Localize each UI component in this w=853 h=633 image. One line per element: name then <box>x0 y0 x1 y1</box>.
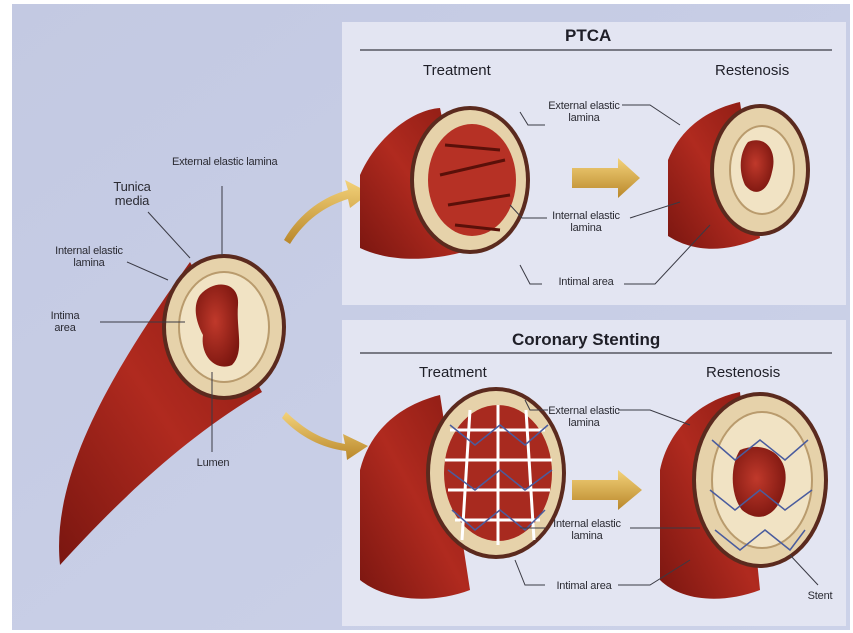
label-internal-elastic-lamina: Internal elastic lamina <box>44 245 134 269</box>
ptca-label-intimal-area: Intimal area <box>550 276 622 288</box>
ptca-treatment-heading: Treatment <box>423 62 491 79</box>
label-tunica-media: Tunica media <box>102 180 162 208</box>
stenting-label-internal-elastic-lamina: Internal elastic lamina <box>548 518 626 542</box>
stenting-label-intimal-area: Intimal area <box>548 580 620 592</box>
label-external-elastic-lamina: External elastic lamina <box>172 156 272 168</box>
ptca-title: PTCA <box>565 26 611 46</box>
ptca-label-external-elastic-lamina: External elastic lamina <box>548 100 620 124</box>
stenting-restenosis-heading: Restenosis <box>706 364 780 381</box>
ptca-label-internal-elastic-lamina: Internal elastic lamina <box>550 210 622 234</box>
ptca-restenosis-heading: Restenosis <box>715 62 789 79</box>
stenting-label-external-elastic-lamina: External elastic lamina <box>548 405 620 429</box>
label-lumen: Lumen <box>188 457 238 469</box>
stenting-title: Coronary Stenting <box>512 330 660 350</box>
stenting-treatment-heading: Treatment <box>419 364 487 381</box>
label-intima-area: Intima area <box>40 310 90 334</box>
stenting-label-stent: Stent <box>800 590 840 602</box>
